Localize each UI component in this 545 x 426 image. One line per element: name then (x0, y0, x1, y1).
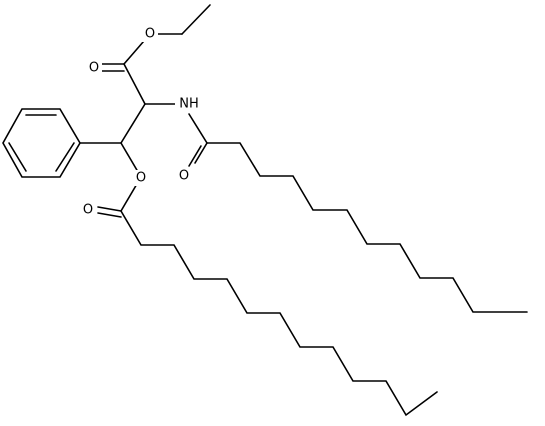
acyloxy-dodecanoyl-chain (97, 176, 438, 417)
double-bond-line (97, 206, 122, 212)
aromatic-bond (55, 142, 75, 172)
aromatic-bond (8, 142, 27, 172)
ester-carbonyl-oxygen-label: O (89, 61, 99, 76)
bond (181, 4, 211, 35)
alkyl-chain (120, 210, 438, 417)
acyloxy-ether-oxygen-label: O (136, 171, 146, 186)
amide-dodecanoyl-chain (188, 113, 528, 313)
label-mask (80, 202, 96, 218)
label-mask (175, 96, 203, 113)
atom-labels: O O NH O O O (80, 26, 203, 218)
ethyl-ester-group (96, 4, 211, 105)
label-mask (142, 26, 158, 42)
label-mask (86, 60, 102, 76)
double-bond-line (97, 212, 122, 218)
alkyl-chain (206, 142, 528, 313)
label-mask (176, 168, 192, 184)
bond (188, 113, 208, 144)
phenyl-ring (2, 108, 81, 178)
backbone (79, 103, 180, 178)
double-bond-line (188, 145, 202, 167)
amide-carbonyl-oxygen-label: O (179, 169, 189, 184)
acyloxy-carbonyl-oxygen-label: O (83, 203, 93, 218)
double-bond-line (194, 142, 208, 164)
ring-outline (2, 108, 81, 178)
ester-ether-oxygen-label: O (145, 27, 155, 42)
label-mask (133, 170, 149, 186)
bond (123, 63, 146, 105)
bond (120, 103, 146, 144)
amide-nitrogen-label: NH (179, 97, 199, 112)
